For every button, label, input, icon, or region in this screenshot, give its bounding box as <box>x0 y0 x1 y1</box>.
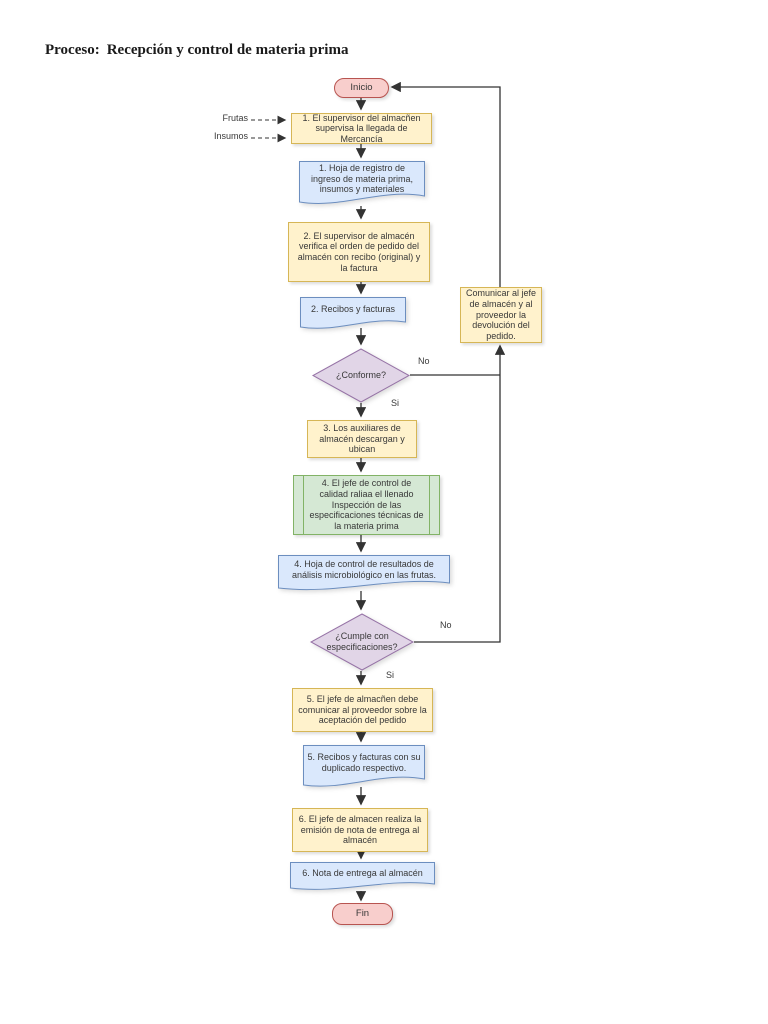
process-step-6: 6. El jefe de almacen realiza la emisión… <box>292 808 428 852</box>
decision2-yes-label: Si <box>386 670 395 680</box>
decision2-no-label: No <box>440 620 452 630</box>
process-step-5: 5. El jefe de almacñen debe comunicar al… <box>292 688 433 732</box>
decision1-no-label: No <box>418 356 430 366</box>
document-shape <box>290 862 435 890</box>
decision-diamond <box>311 348 411 403</box>
document-step-6-label: 6. Nota de entrega al almacén <box>302 867 423 878</box>
predefined-process-step-4: 4. El jefe de control de calidad raliaa … <box>293 475 440 535</box>
decision-conforme: ¿Conforme? <box>311 348 411 403</box>
end-label: Fin <box>355 908 370 920</box>
decision-diamond <box>309 613 415 671</box>
document-shape <box>299 161 425 204</box>
document-step-4: 4. Hoja de control de resultados de anál… <box>278 555 450 592</box>
document-shape <box>300 297 406 329</box>
document-step-4-label: 4. Hoja de control de resultados de anál… <box>291 558 437 580</box>
process-step-1: 1. El supervisor del almacñen supervisa … <box>291 113 432 144</box>
decision1-yes-label: Si <box>391 398 400 408</box>
document-step-1-label: 1. Hoja de registro de ingreso de materi… <box>310 163 414 195</box>
process-step-1-label: 1. El supervisor del almacñen supervisa … <box>302 112 421 144</box>
decision-cumple-label: ¿Cumple con especificaciones? <box>326 631 398 652</box>
document-step-6: 6. Nota de entrega al almacén <box>290 862 435 892</box>
decision-cumple-especificaciones: ¿Cumple con especificaciones? <box>309 613 415 671</box>
document-step-5: 5. Recibos y facturas con su duplicado r… <box>303 745 425 788</box>
process-step-5-label: 5. El jefe de almacñen debe comunicar al… <box>298 694 427 726</box>
end-terminator: Fin <box>332 903 393 925</box>
process-step-3-label: 3. Los auxiliares de almacén descargan y… <box>319 423 405 455</box>
page-title-text: Recepción y control de materia prima <box>106 42 349 58</box>
input-label-frutas: Frutas <box>222 113 248 123</box>
process-step-2: 2. El supervisor de almacén verifica el … <box>288 222 430 282</box>
start-label: Inicio <box>350 82 373 94</box>
document-shape <box>303 745 425 787</box>
return-note-box: Comunicar al jefe de almacén y al provee… <box>460 287 542 343</box>
document-step-1: 1. Hoja de registro de ingreso de materi… <box>299 161 425 205</box>
process-step-6-label: 6. El jefe de almacen realiza la emisión… <box>298 814 422 846</box>
process-step-3: 3. Los auxiliares de almacén descargan y… <box>307 420 417 458</box>
page-title: Proceso: Recepción y control de materia p… <box>45 42 348 59</box>
input-label-insumos: Insumos <box>213 131 248 141</box>
page-title-prefix: Proceso: <box>45 42 100 58</box>
decision-conforme-label: ¿Conforme? <box>335 370 387 381</box>
document-shape <box>278 555 450 591</box>
process-step-2-label: 2. El supervisor de almacén verifica el … <box>297 230 421 273</box>
document-step-2-label: 2. Recibos y facturas <box>310 304 396 315</box>
predefined-process-step-4-label: 4. El jefe de control de calidad raliaa … <box>309 478 424 531</box>
document-step-2: 2. Recibos y facturas <box>300 297 406 330</box>
return-note-label: Comunicar al jefe de almacén y al provee… <box>465 288 537 341</box>
document-step-5-label: 5. Recibos y facturas con su duplicado r… <box>307 751 421 773</box>
start-terminator: Inicio <box>334 78 389 98</box>
